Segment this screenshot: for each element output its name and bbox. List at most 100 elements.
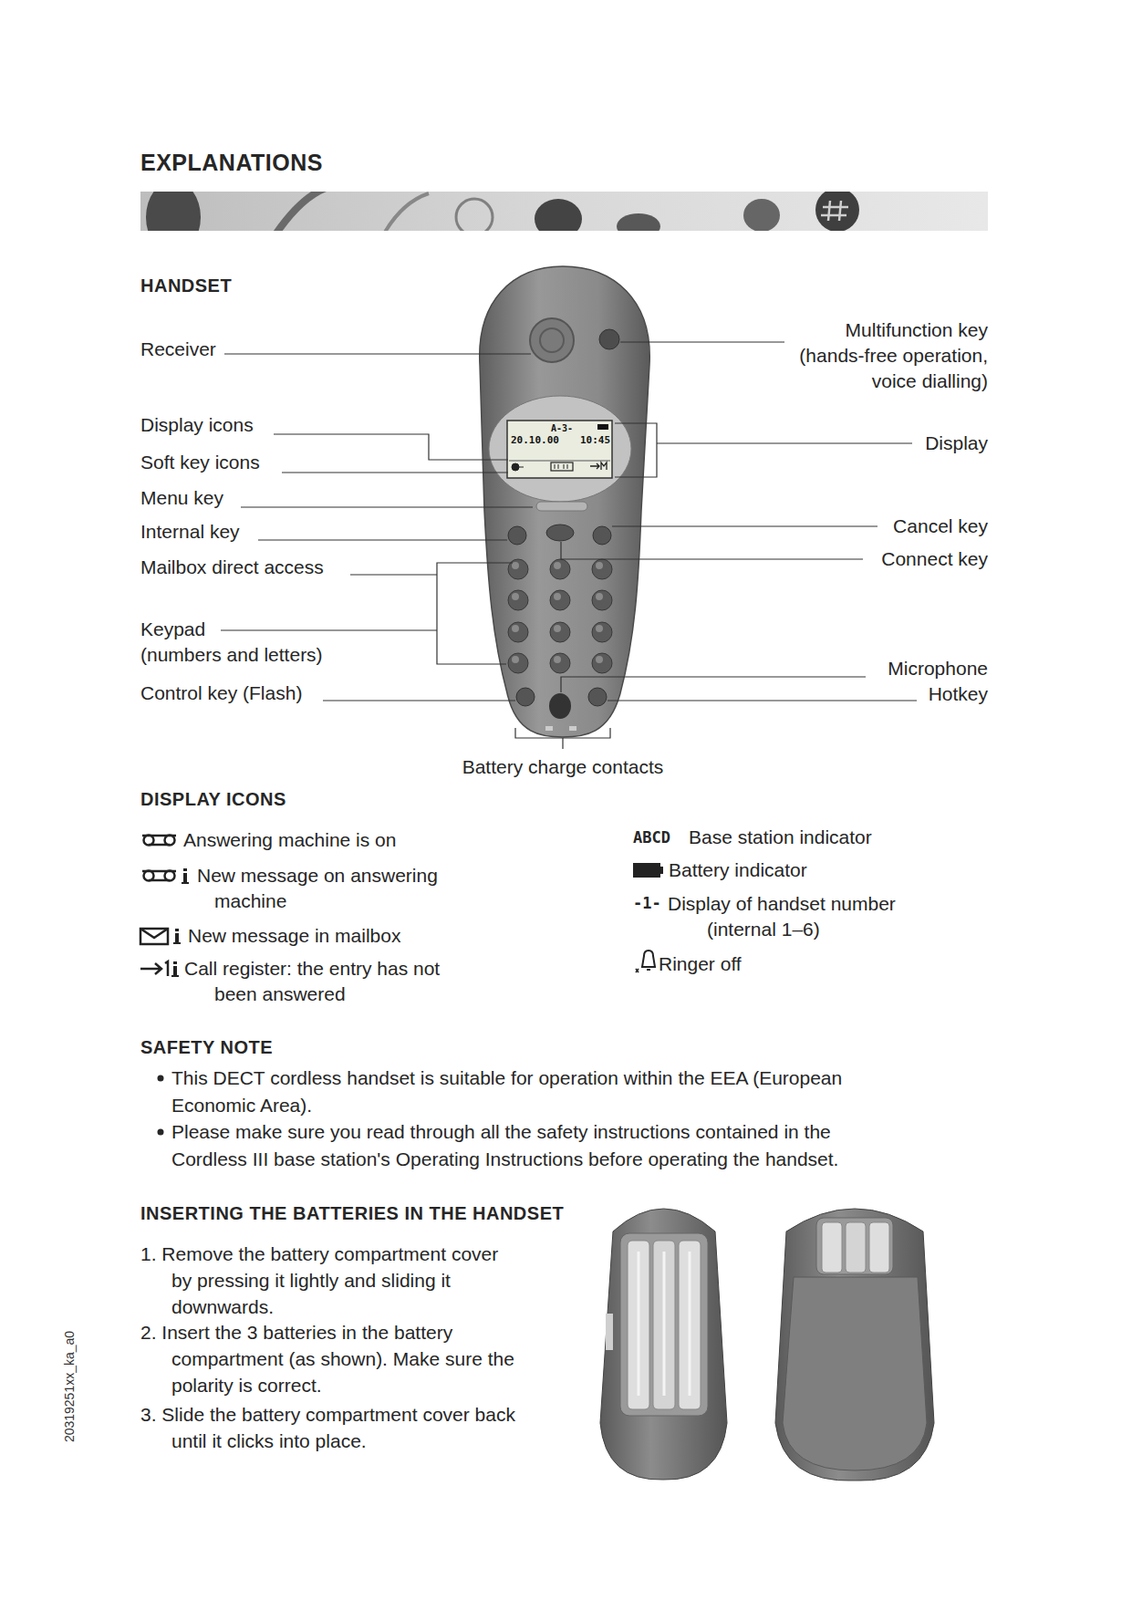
key-highlight	[595, 561, 603, 570]
soft-key-icon	[590, 462, 607, 470]
step-text: 1. Remove the battery compartment cover …	[140, 1240, 499, 1320]
battery-photo-closed	[869, 1222, 890, 1273]
leader-lines	[258, 539, 508, 541]
keypad	[591, 622, 613, 643]
part-label: Keypad (numbers and letters)	[140, 616, 323, 668]
battery-indicator-icon	[633, 862, 661, 878]
answering-machine-icon	[144, 835, 155, 846]
part-label: Receiver	[140, 336, 217, 363]
soft-key-icon	[550, 462, 573, 471]
menu-key	[536, 501, 588, 511]
keypad	[508, 622, 529, 643]
part-label: Mailbox direct access	[140, 554, 324, 581]
key-highlight	[595, 655, 603, 664]
key-highlight	[595, 592, 603, 601]
key-highlight	[595, 624, 603, 633]
banner-photo	[456, 198, 493, 231]
key-highlight	[511, 655, 520, 664]
keypad	[550, 559, 571, 580]
ringer-off-icon	[642, 950, 655, 970]
part-label: Display	[924, 430, 988, 457]
key-highlight	[511, 561, 603, 664]
leader-lines	[560, 541, 863, 560]
step-text: 2. Insert the 3 batteries in the battery…	[140, 1318, 515, 1399]
cancel-key	[592, 526, 612, 545]
leader-lines	[220, 342, 917, 749]
battery-photo-open	[620, 1233, 708, 1416]
keypad	[550, 622, 571, 643]
banner-photo	[145, 191, 860, 231]
battery-icon	[597, 424, 609, 430]
keypad	[508, 653, 529, 674]
info-marks	[175, 933, 179, 943]
display-screen	[507, 420, 613, 478]
display-text: 20.10.00	[510, 435, 560, 447]
display-icon-symbols	[140, 835, 655, 977]
part-label: Control key (Flash)	[140, 680, 302, 707]
icon-description: Display of handset number (internal 1–6)	[667, 891, 896, 943]
banner-photo	[273, 191, 329, 231]
mailbox-icon	[140, 928, 168, 938]
battery-photo-closed	[775, 1208, 935, 1481]
battery-photo-open	[600, 1208, 727, 1480]
battery-photo-closed	[782, 1277, 927, 1471]
banner-photo	[743, 198, 780, 231]
bullet-text: Please make sure you read through all th…	[171, 1118, 839, 1174]
icon-glyph: ABCD	[633, 824, 671, 851]
keypad	[591, 653, 613, 674]
display-text: 10:45	[580, 435, 611, 447]
display-text: A-3-	[550, 423, 573, 435]
battery-indicator-icon	[660, 866, 664, 874]
answering-machine-icon	[142, 835, 177, 845]
leader-lines	[656, 442, 913, 444]
part-label: Connect key	[881, 546, 988, 572]
key-highlight	[553, 624, 561, 633]
icon-description: Base station indicator	[688, 824, 873, 851]
icon-description: Call register: the entry has not been an…	[184, 955, 440, 1008]
new-message-icon	[165, 871, 176, 882]
bullet	[157, 1129, 165, 1136]
leader-lines	[220, 629, 437, 631]
banner-photo	[616, 213, 661, 231]
mailbox-icon	[140, 928, 168, 945]
part-label: Display icons	[140, 412, 254, 438]
part-label: Microphone	[887, 655, 988, 682]
battery-photo-closed	[845, 1222, 866, 1273]
keypad	[508, 559, 529, 580]
section-heading: DISPLAY ICONS	[140, 786, 287, 812]
control-key	[516, 687, 535, 707]
call-register-icon	[140, 963, 162, 975]
leader-lines	[614, 423, 657, 478]
multifunction-key	[599, 329, 620, 350]
header-banner	[140, 180, 988, 254]
handset-illustration	[479, 266, 651, 738]
soft-key-icon	[554, 464, 568, 469]
info-marks	[183, 868, 187, 872]
banner-photo	[145, 191, 201, 231]
battery-photo-open	[638, 1251, 690, 1396]
new-message-icon	[144, 871, 155, 882]
document-code: 20319251xx_ka_a0	[62, 1330, 77, 1443]
connect-key	[546, 524, 574, 541]
receiver	[529, 318, 574, 363]
soft-key-bar	[508, 460, 611, 462]
answering-machine-icon	[165, 835, 176, 846]
ringer-off-icon	[635, 968, 639, 973]
bullet-text: This DECT cordless handset is suitable f…	[171, 1064, 842, 1120]
part-label: Cancel key	[893, 513, 988, 540]
part-label: Internal key	[140, 519, 240, 545]
banner-photo	[815, 191, 860, 231]
info-marks	[171, 975, 179, 977]
call-register-icon	[165, 961, 168, 977]
internal-key	[508, 526, 527, 545]
part-label: Menu key	[140, 485, 224, 511]
hotkey	[588, 687, 607, 707]
keypad	[508, 590, 529, 611]
part-label: Battery charge contacts	[462, 754, 665, 780]
keypad	[550, 590, 571, 611]
section-heading: HANDSET	[140, 272, 232, 299]
leader-lines	[322, 699, 516, 701]
leader-lines	[224, 353, 531, 354]
battery-photo-open	[600, 1208, 727, 1480]
receiver	[540, 328, 564, 353]
